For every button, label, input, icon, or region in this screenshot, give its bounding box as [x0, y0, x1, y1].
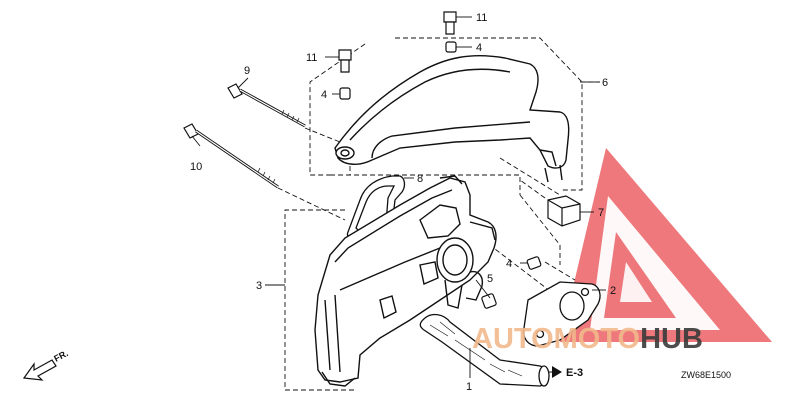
watermark-text: AUTOMOTOHUB	[472, 323, 703, 355]
callout-6: 6	[602, 77, 608, 89]
collar-part-4b	[339, 87, 351, 100]
callout-11-left: 11	[306, 52, 317, 64]
front-direction-indicator: FR.	[22, 348, 70, 381]
hose-part-1	[419, 313, 550, 387]
reference-arrow: E-3	[552, 366, 583, 379]
watermark-word-3: HUB	[640, 323, 703, 355]
bolt-part-9	[227, 83, 306, 128]
callout-1: 1	[466, 381, 472, 393]
callout-10: 10	[190, 161, 202, 173]
front-direction-label: FR.	[52, 348, 69, 364]
watermark-logo	[560, 148, 772, 342]
collar-part-4c	[526, 256, 542, 270]
reference-label: E-3	[566, 367, 583, 379]
callout-4-top: 4	[476, 42, 482, 54]
watermark-word-1: AUTO	[472, 323, 554, 355]
front-arrow-icon	[22, 359, 57, 381]
callout-2: 2	[610, 285, 616, 297]
gasket-part-2	[522, 281, 601, 347]
bolt-part-11b	[338, 49, 352, 73]
leader-lines	[191, 16, 606, 378]
callout-7: 7	[598, 207, 604, 219]
callout-11-top: 11	[476, 12, 487, 24]
bolt-part-10	[183, 123, 279, 189]
callout-4-left: 4	[321, 89, 327, 101]
collar-part-5	[481, 293, 497, 309]
callout-5: 5	[487, 273, 493, 285]
drawing-code: ZW68E1500	[681, 370, 731, 380]
callout-4-right: 4	[506, 258, 512, 270]
watermark-word-2: MOTO	[554, 323, 640, 355]
svg-text:AUTOMOTOHUB: AUTOMOTOHUB	[472, 323, 703, 355]
collar-part-4a	[445, 41, 457, 53]
callout-9: 9	[244, 65, 250, 77]
callout-3: 3	[256, 280, 262, 292]
cover-part-6	[334, 55, 570, 183]
housing-part-3	[314, 175, 497, 387]
bolt-part-11a	[443, 11, 457, 35]
callout-8: 8	[417, 173, 423, 185]
rubber-part-7	[547, 195, 581, 227]
